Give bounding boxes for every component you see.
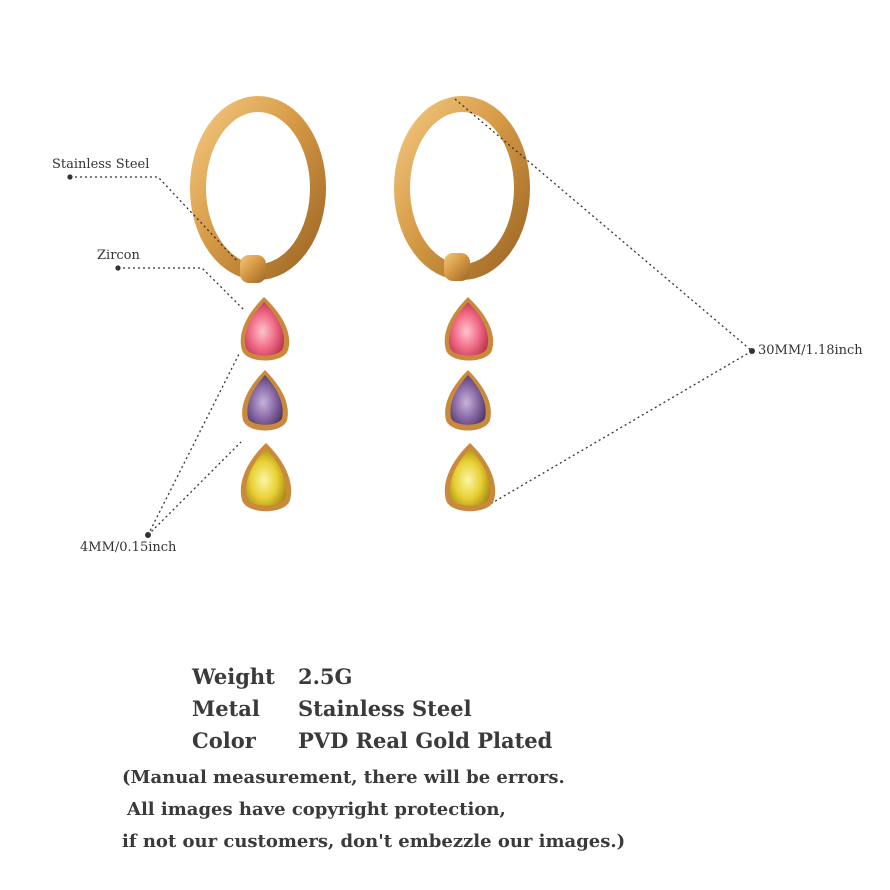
dot — [145, 532, 151, 538]
spec-row-color: Color PVD Real Gold Plated — [192, 724, 552, 756]
dot — [115, 265, 121, 271]
right-earring — [394, 96, 530, 512]
zircon-leader — [118, 267, 245, 311]
dot — [749, 348, 755, 354]
callout-stainless-steel: Stainless Steel — [52, 157, 150, 172]
disclaimer-line: if not our customers, don't embezzle our… — [122, 831, 626, 852]
right-hoop — [394, 96, 530, 280]
disclaimer: (Manual measurement, there will be error… — [122, 762, 625, 858]
spec-table: Weight 2.5G Metal Stainless Steel Color … — [192, 660, 552, 756]
spec-value: 2.5G — [298, 663, 353, 689]
callout-zircon: Zircon — [97, 248, 140, 263]
callout-length: 30MM/1.18inch — [758, 343, 863, 358]
disclaimer-line: All images have copyright protection, — [127, 799, 506, 820]
right-bail — [444, 253, 470, 281]
left-pink-stone — [240, 297, 290, 361]
length-leader — [454, 98, 754, 504]
right-yellow-stone — [444, 443, 496, 512]
spec-value: PVD Real Gold Plated — [298, 727, 553, 753]
callout-stone-width: 4MM/0.15inch — [80, 540, 177, 555]
dot — [67, 174, 73, 180]
spec-label: Metal — [192, 695, 260, 721]
spec-row-metal: Metal Stainless Steel — [192, 692, 552, 724]
right-purple-stone — [445, 370, 491, 431]
left-hoop — [190, 96, 326, 280]
width-leader — [147, 351, 242, 536]
callout-lines — [70, 98, 754, 536]
right-pink-stone — [444, 297, 494, 361]
earrings-product-photo — [67, 96, 755, 538]
spec-label: Weight — [192, 663, 275, 689]
left-earring — [190, 96, 326, 512]
left-yellow-stone — [240, 443, 292, 512]
spec-value: Stainless Steel — [298, 695, 472, 721]
left-bail — [240, 255, 266, 283]
stainless-steel-leader — [70, 176, 239, 263]
spec-label: Color — [192, 727, 256, 753]
disclaimer-line: (Manual measurement, there will be error… — [122, 767, 565, 788]
spec-row-weight: Weight 2.5G — [192, 660, 552, 692]
left-purple-stone — [242, 370, 288, 431]
